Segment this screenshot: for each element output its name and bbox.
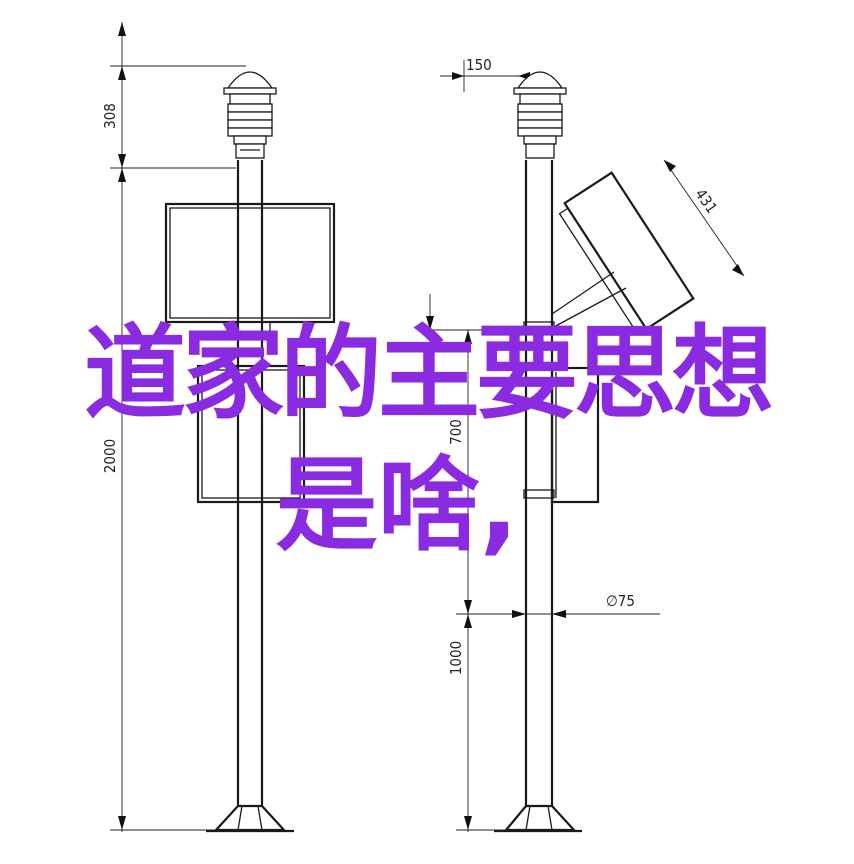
left-panel <box>164 202 336 333</box>
right-elevation: 150 <box>420 56 745 833</box>
left-elevation: 308 2000 <box>101 22 336 833</box>
dim-700: 700 <box>447 419 465 445</box>
dim-diameter-75: ∅75 <box>606 592 635 610</box>
dim-308: 308 <box>101 103 119 129</box>
overlay-title-line2: 是啥, <box>275 447 519 566</box>
dim-150: 150 <box>466 56 492 74</box>
dim-2000: 2000 <box>101 439 119 473</box>
right-sensor-head <box>513 71 567 159</box>
right-control-box <box>550 366 600 504</box>
left-control-box <box>196 364 306 504</box>
overlay-title-line1: 道家的主要思想 <box>84 315 774 434</box>
dim-1000: 1000 <box>447 641 465 675</box>
right-tilted-panel: 431 <box>551 159 745 332</box>
dim-431: 431 <box>691 185 721 216</box>
left-sensor-head <box>223 71 277 159</box>
